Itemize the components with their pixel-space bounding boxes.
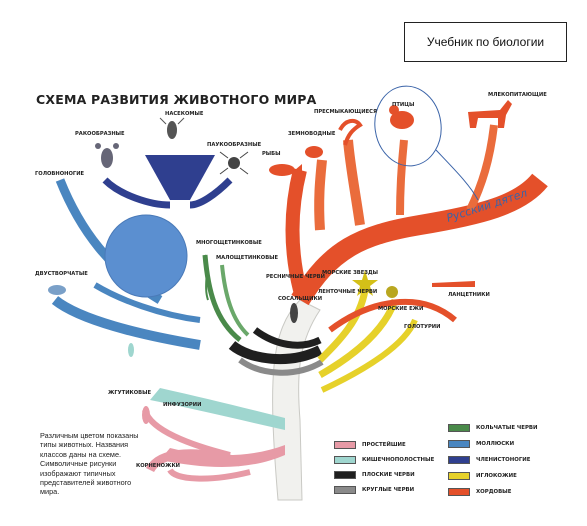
legend-swatch xyxy=(448,488,470,496)
legend-item-echinoderms: ИГЛОКОЖИЕ xyxy=(448,472,517,480)
legend-item-coelenterates: КИШЕЧНОПОЛОСТНЫЕ xyxy=(334,456,434,464)
branch-echinoderms-3 xyxy=(320,318,418,393)
bird-icon xyxy=(389,105,414,129)
label-sea-urchins: МОРСКИЕ ЕЖИ xyxy=(378,306,423,312)
branch-mollusks xyxy=(51,295,201,350)
legend-swatch xyxy=(334,471,356,479)
label-starfish: МОРСКИЕ ЗВЕЗДЫ xyxy=(322,270,378,276)
legend-item-mollusks: МОЛЛЮСКИ xyxy=(448,440,514,448)
legend-item-flatworms: ПЛОСКИЕ ЧЕРВИ xyxy=(334,471,415,479)
branch-echinoderms-2 xyxy=(318,298,399,379)
label-arachnids: ПАУКООБРАЗНЫЕ xyxy=(207,142,262,148)
label-holothurians: ГОЛОТУРИИ xyxy=(404,324,440,330)
label-reptiles: ПРЕСМЫКАЮЩИЕСЯ xyxy=(314,109,377,115)
spider-icon xyxy=(219,151,249,175)
infusoria-icon xyxy=(142,406,150,424)
label-oligochaetes: МАЛОЩЕТИНКОВЫЕ xyxy=(216,255,279,261)
legend-label: ХОРДОВЫЕ xyxy=(476,489,512,495)
branch-arthropods-2 xyxy=(189,177,233,209)
legend-label: КИШЕЧНОПОЛОСТНЫЕ xyxy=(362,457,435,463)
overlay-circle xyxy=(104,214,188,298)
label-cephalopods: ГОЛОВНОНОГИЕ xyxy=(35,171,85,177)
branch-roundworms xyxy=(238,357,324,376)
branch-arthropods-1 xyxy=(102,177,171,209)
legend-swatch xyxy=(448,440,470,448)
legend-label: ИГЛОКОЖИЕ xyxy=(476,473,517,479)
legend-item-annelids: КОЛЬЧАТЫЕ ЧЕРВИ xyxy=(448,424,538,432)
lancelet-icon xyxy=(432,281,475,287)
branch-chordates-reptiles xyxy=(343,139,365,226)
branch-flatworms xyxy=(228,340,323,365)
label-flagellates: ЖГУТИКОВЫЕ xyxy=(108,390,152,396)
worm-icon xyxy=(204,254,209,301)
legend-label: ПРОСТЕЙШИЕ xyxy=(362,442,406,448)
legend-item-roundworms: КРУГЛЫЕ ЧЕРВИ xyxy=(334,486,414,494)
legend-item-arthropods: ЧЛЕНИСТОНОГИЕ xyxy=(448,456,530,464)
legend-swatch xyxy=(448,472,470,480)
label-lancelets: ЛАНЦЕТНИКИ xyxy=(448,292,490,298)
branch-protozoa-1 xyxy=(145,449,242,473)
fish-icon xyxy=(269,164,302,176)
legend-item-protozoa: ПРОСТЕЙШИЕ xyxy=(334,441,406,449)
branch-chordates-mammals xyxy=(466,124,498,212)
label-flukes: СОСАЛЬЩИКИ xyxy=(278,296,322,302)
legend-label: ЧЛЕНИСТОНОГИЕ xyxy=(476,457,531,463)
tree-trunk xyxy=(272,299,321,501)
shell-icon xyxy=(48,285,66,295)
branch-chordates-birds xyxy=(396,139,408,216)
flagellate-icon xyxy=(128,343,134,357)
branch-chordates-fish xyxy=(285,168,307,292)
label-birds: ПТИЦЫ xyxy=(392,102,414,108)
legend-item-chordates: ХОРДОВЫЕ xyxy=(448,488,511,496)
legend-swatch xyxy=(334,441,356,449)
crayfish-icon xyxy=(95,143,119,168)
label-insects: НАСЕКОМЫЕ xyxy=(165,111,204,117)
branch-echinoderms xyxy=(317,289,369,363)
legend-label: МОЛЛЮСКИ xyxy=(476,441,515,447)
label-crustaceans: РАКООБРАЗНЫЕ xyxy=(75,131,125,137)
branch-protozoa-3 xyxy=(167,468,251,482)
branch-mollusks-3 xyxy=(93,282,201,323)
legend-label: ПЛОСКИЕ ЧЕРВИ xyxy=(362,472,415,478)
starfish-icon xyxy=(352,270,378,296)
annotation-ellipse xyxy=(374,85,442,167)
annotation-arrow xyxy=(435,149,479,201)
legend-swatch xyxy=(448,424,470,432)
fluke-icon xyxy=(290,303,298,323)
trunk-base-coelenterates xyxy=(150,388,285,430)
legend-label: КРУГЛЫЕ ЧЕРВИ xyxy=(362,487,415,493)
label-rhizopods: КОРНЕНОЖКИ xyxy=(136,463,180,469)
lizard-icon xyxy=(338,118,363,146)
label-fish: РЫБЫ xyxy=(262,151,281,157)
label-bivalves: ДВУСТВОРЧАТЫЕ xyxy=(35,271,88,277)
label-polychaetes: МНОГОЩЕТИНКОВЫЕ xyxy=(196,240,262,246)
branch-lancelets xyxy=(328,298,457,333)
branch-flatworms-2 xyxy=(252,327,322,349)
branch-chordates-main xyxy=(291,173,548,306)
insect-icon xyxy=(159,117,185,139)
legend-swatch xyxy=(334,456,356,464)
label-amphibians: ЗЕМНОВОДНЫЕ xyxy=(288,131,336,137)
frog-icon xyxy=(305,146,323,158)
wolf-icon xyxy=(468,100,512,128)
diagram-note: Различным цветом показаны типы животных.… xyxy=(40,431,139,497)
textbook-label-box: Учебник по биологии xyxy=(404,22,567,62)
branch-annelids-2 xyxy=(220,264,250,337)
legend-swatch xyxy=(448,456,470,464)
label-infusoria: ИНФУЗОРИИ xyxy=(163,402,201,408)
legend-label: КОЛЬЧАТЫЕ ЧЕРВИ xyxy=(476,425,538,431)
label-ciliated-worms: РЕСНИЧНЫЕ ЧЕРВИ xyxy=(266,274,325,280)
branch-protozoa-2 xyxy=(142,408,231,458)
textbook-label: Учебник по биологии xyxy=(426,35,545,49)
legend-swatch xyxy=(334,486,356,494)
branch-arthropods-trunk xyxy=(145,155,215,200)
diagram-title: СХЕМА РАЗВИТИЯ ЖИВОТНОГО МИРА xyxy=(36,92,317,107)
branch-chordates-amphibians xyxy=(314,159,327,231)
label-mammals: МЛЕКОПИТАЮЩИЕ xyxy=(488,92,547,98)
urchin-icon xyxy=(386,286,398,298)
label-tapeworms: ЛЕНТОЧНЫЕ ЧЕРВИ xyxy=(318,289,377,295)
